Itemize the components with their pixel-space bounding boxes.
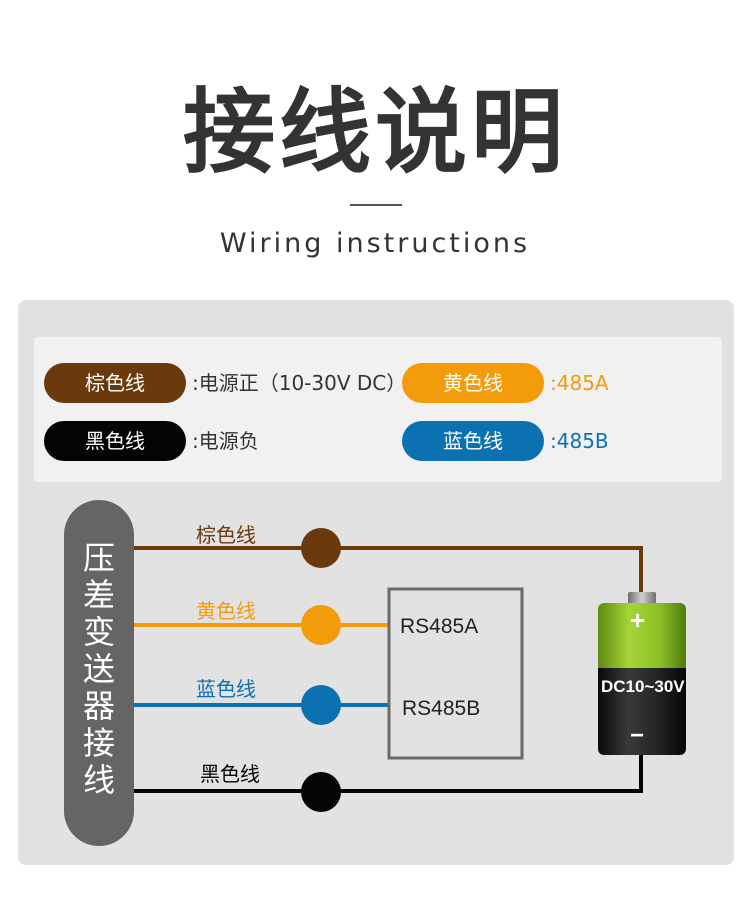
legend-pill-yellow: 黄色线 [402, 363, 544, 403]
rs485-module [387, 587, 524, 760]
wire-legend: 棕色线 :电源正（10-30V DC） 黄色线 :485A 黑色线 :电源负 蓝… [34, 337, 722, 482]
yellow-wire-label: 黄色线 [196, 599, 256, 623]
yellow-wire-node [301, 605, 341, 645]
brown-wire-node [301, 528, 341, 568]
legend-pill-black: 黑色线 [44, 421, 186, 461]
battery-icon [598, 592, 686, 755]
legend-pill-brown: 棕色线 [44, 363, 186, 403]
battery-plus-sign: + [630, 605, 646, 635]
black-wire-label: 黑色线 [200, 762, 260, 786]
blue-wire-node [301, 685, 341, 725]
legend-desc-black: :电源负 [192, 429, 259, 453]
legend-desc-yellow: :485A [550, 371, 609, 395]
brown-wire-label: 棕色线 [196, 523, 256, 547]
page-title: 接线说明 [182, 79, 567, 186]
legend-pill-blue: 蓝色线 [402, 421, 544, 461]
black-wire-node [301, 772, 341, 812]
rs485a-label: RS485A [400, 615, 479, 638]
transmitter-label: 压 差 变 送 器 接 线 [64, 500, 134, 846]
page-subtitle: Wiring instructions [219, 228, 531, 259]
title-divider [350, 204, 402, 206]
rs485b-label: RS485B [402, 697, 481, 720]
legend-desc-blue: :485B [550, 429, 609, 453]
battery-minus-sign: − [630, 722, 645, 749]
battery-voltage-label: DC10~30V [601, 677, 685, 696]
legend-desc-brown: :电源正（10-30V DC） [192, 371, 407, 395]
transmitter-label-text: 压 差 变 送 器 接 线 [82, 539, 115, 799]
blue-wire-label: 蓝色线 [196, 677, 256, 701]
